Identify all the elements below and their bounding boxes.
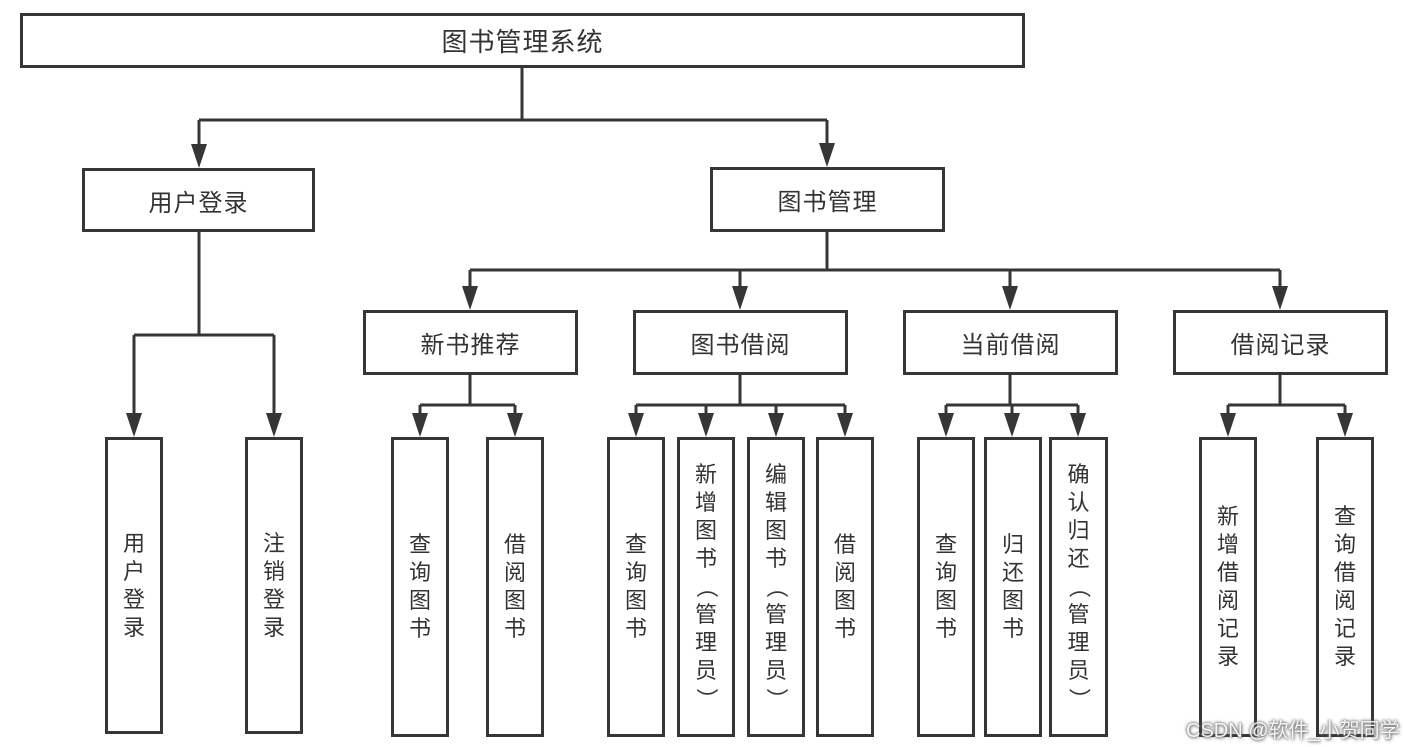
leaf-borrow-books-1: 借阅图书 bbox=[486, 437, 544, 737]
leaf-query-borrow-record: 查询借阅记录 bbox=[1316, 437, 1374, 737]
node-user-login: 用户登录 bbox=[82, 168, 315, 232]
leaf-user-login: 用户登录 bbox=[105, 437, 163, 734]
leaf-query-books-3: 查询图书 bbox=[917, 437, 975, 737]
node-library-management-system: 图书管理系统 bbox=[20, 13, 1025, 68]
node-book-borrowing: 图书借阅 bbox=[633, 310, 848, 375]
leaf-edit-books-admin: 编辑图书（管理员） bbox=[747, 437, 805, 737]
leaf-add-borrow-record: 新增借阅记录 bbox=[1199, 437, 1257, 737]
node-current-borrowing: 当前借阅 bbox=[903, 310, 1118, 375]
leaf-query-books-1: 查询图书 bbox=[391, 437, 449, 737]
leaf-logout: 注销登录 bbox=[245, 437, 303, 734]
node-book-management: 图书管理 bbox=[710, 167, 945, 232]
leaf-confirm-return-admin: 确认归还（管理员） bbox=[1049, 437, 1108, 737]
csdn-watermark: CSDN @软件_小贺同学 bbox=[1186, 720, 1400, 742]
node-borrowing-records: 借阅记录 bbox=[1173, 310, 1388, 375]
leaf-query-books-2: 查询图书 bbox=[607, 437, 665, 737]
leaf-borrow-books-2: 借阅图书 bbox=[816, 437, 874, 737]
node-new-book-recommend: 新书推荐 bbox=[363, 310, 578, 375]
leaf-return-books: 归还图书 bbox=[984, 437, 1042, 737]
arrowheads bbox=[126, 143, 1353, 437]
leaf-add-books-admin: 新增图书（管理员） bbox=[677, 437, 735, 737]
